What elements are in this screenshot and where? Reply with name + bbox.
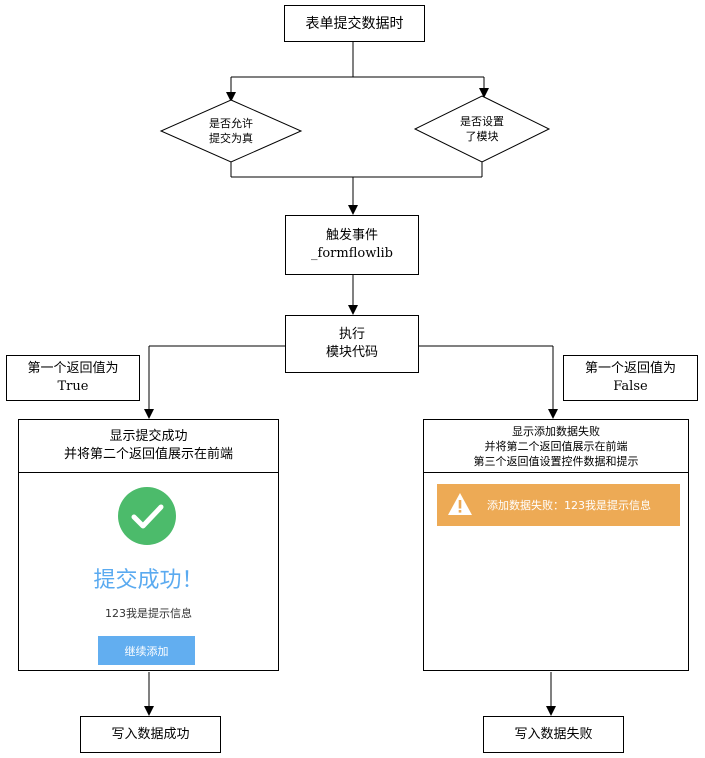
check-mark-icon bbox=[131, 504, 164, 529]
trigger-line1: 触发事件 bbox=[325, 228, 378, 243]
fail-header-line3: 第三个返回值设置控件数据和提示 bbox=[473, 454, 639, 468]
success-header-line2: 并将第二个返回值展示在前端 bbox=[63, 447, 233, 462]
end-fail-label: 写入数据失败 bbox=[514, 726, 593, 742]
decision-left-label: 是否允许 提交为真 bbox=[186, 116, 276, 146]
branch-true-line2: True bbox=[57, 379, 89, 394]
fail-header-line1: 显示添加数据失败 bbox=[512, 424, 600, 438]
continue-add-button[interactable]: 继续添加 bbox=[98, 636, 195, 665]
decision-left-line1: 是否允许 bbox=[209, 117, 253, 130]
success-panel-header: 显示提交成功 并将第二个返回值展示在前端 bbox=[19, 420, 278, 473]
branch-false-line1: 第一个返回值为 bbox=[584, 361, 676, 376]
branch-false-line2: False bbox=[613, 379, 648, 394]
decision-left-line2: 提交为真 bbox=[209, 132, 253, 145]
fail-header-line2: 并将第二个返回值展示在前端 bbox=[484, 439, 628, 453]
start-node: 表单提交数据时 bbox=[284, 5, 425, 42]
fail-alert-text: 添加数据失败：123我是提示信息 bbox=[487, 499, 651, 512]
success-header-line1: 显示提交成功 bbox=[109, 429, 188, 444]
fail-panel: 显示添加数据失败 并将第二个返回值展示在前端 第三个返回值设置控件数据和提示 添… bbox=[423, 419, 689, 671]
fail-alert-bar: 添加数据失败：123我是提示信息 bbox=[437, 484, 680, 526]
success-message: 123我是提示信息 bbox=[105, 607, 192, 620]
success-title: 提交成功！ bbox=[93, 568, 204, 593]
check-circle-icon bbox=[118, 487, 176, 545]
execute-node: 执行 模块代码 bbox=[285, 315, 419, 373]
start-node-label: 表单提交数据时 bbox=[305, 15, 404, 32]
branch-true-line1: 第一个返回值为 bbox=[27, 361, 119, 376]
branch-true-label: 第一个返回值为 True bbox=[6, 355, 140, 401]
success-panel: 显示提交成功 并将第二个返回值展示在前端 提交成功！ 123我是提示信息 继续添… bbox=[18, 419, 279, 671]
trigger-line2: _formflowlib bbox=[311, 246, 393, 261]
decision-right-line2: 了模块 bbox=[465, 130, 499, 143]
decision-right-line1: 是否设置 bbox=[460, 115, 504, 128]
warning-icon bbox=[447, 492, 473, 519]
end-fail-node: 写入数据失败 bbox=[483, 716, 624, 753]
end-success-node: 写入数据成功 bbox=[80, 716, 221, 753]
execute-line2: 模块代码 bbox=[325, 345, 378, 360]
fail-panel-header: 显示添加数据失败 并将第二个返回值展示在前端 第三个返回值设置控件数据和提示 bbox=[424, 420, 688, 473]
trigger-event-node: 触发事件 _formflowlib bbox=[285, 215, 419, 275]
decision-right-label: 是否设置 了模块 bbox=[437, 114, 527, 144]
end-success-label: 写入数据成功 bbox=[111, 726, 190, 742]
execute-line1: 执行 bbox=[338, 327, 365, 342]
branch-false-label: 第一个返回值为 False bbox=[563, 355, 698, 401]
